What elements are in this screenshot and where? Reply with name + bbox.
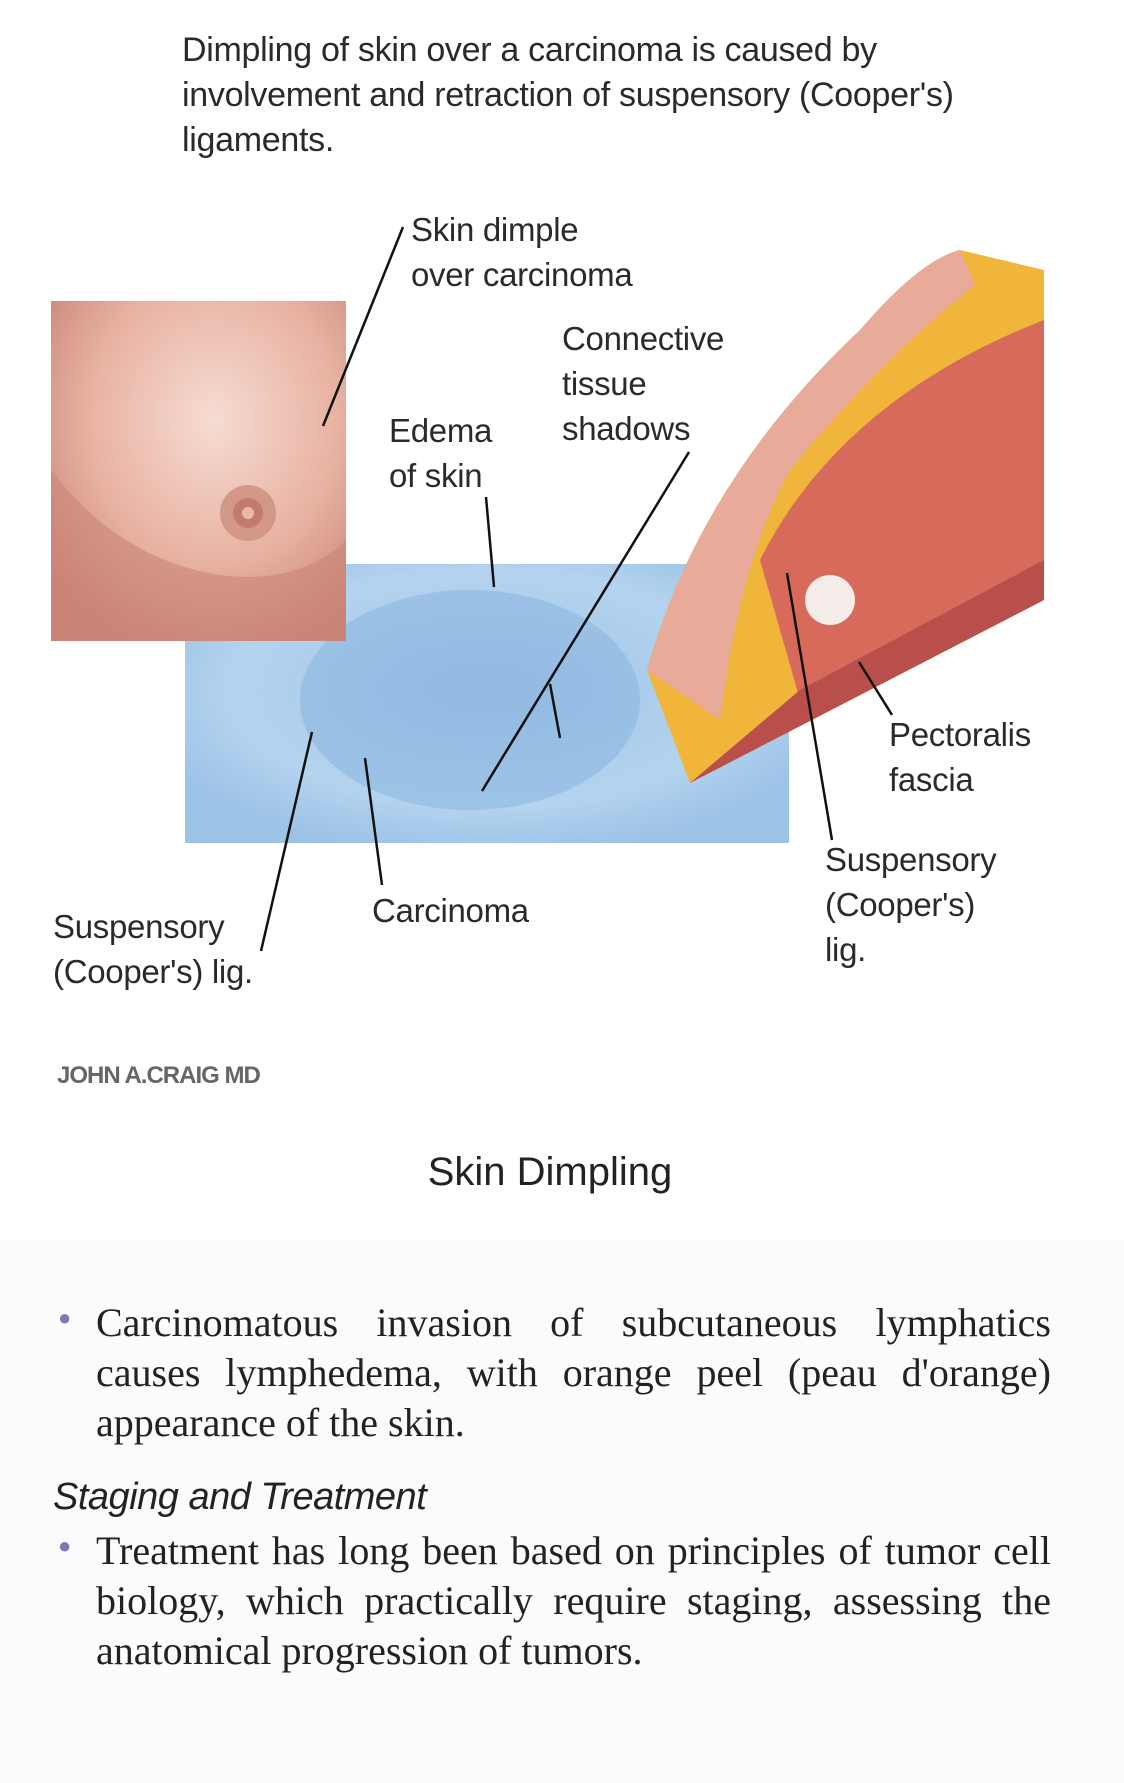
illustration: [51, 226, 1044, 952]
label-carcinoma: Carcinoma: [372, 892, 529, 929]
label-suspensory-left: Suspensory (Cooper's) lig.: [53, 908, 253, 990]
section-subheading: Staging and Treatment: [53, 1476, 427, 1518]
artist-signature: JOHN A.CRAIG MD: [57, 1062, 261, 1089]
label-suspensory-right: Suspensory (Cooper's) lig.: [825, 841, 997, 968]
breast-exterior-image: [51, 301, 346, 641]
label-skin-dimple: Skin dimple over carcinoma: [411, 211, 633, 293]
bullet-icon: ●: [58, 1533, 72, 1558]
bullet-paragraph-2: Treatment has long been based on princip…: [96, 1528, 1051, 1673]
bullet-paragraph-1: Carcinomatous invasion of subcutaneous l…: [96, 1300, 1051, 1445]
figure-intro-text: Dimpling of skin over a carcinoma is cau…: [182, 31, 954, 159]
figure-caption: Skin Dimpling: [427, 1150, 673, 1194]
label-connective-tissue: Connective tissue shadows: [562, 320, 725, 447]
leader-lines: [259, 226, 894, 952]
label-pectoralis: Pectoralis fascia: [889, 716, 1031, 798]
bullet-icon: ●: [58, 1305, 72, 1330]
label-edema: Edema of skin: [389, 412, 493, 494]
lower-background: [0, 1240, 1124, 1783]
breast-cross-section-image: [647, 250, 1044, 783]
